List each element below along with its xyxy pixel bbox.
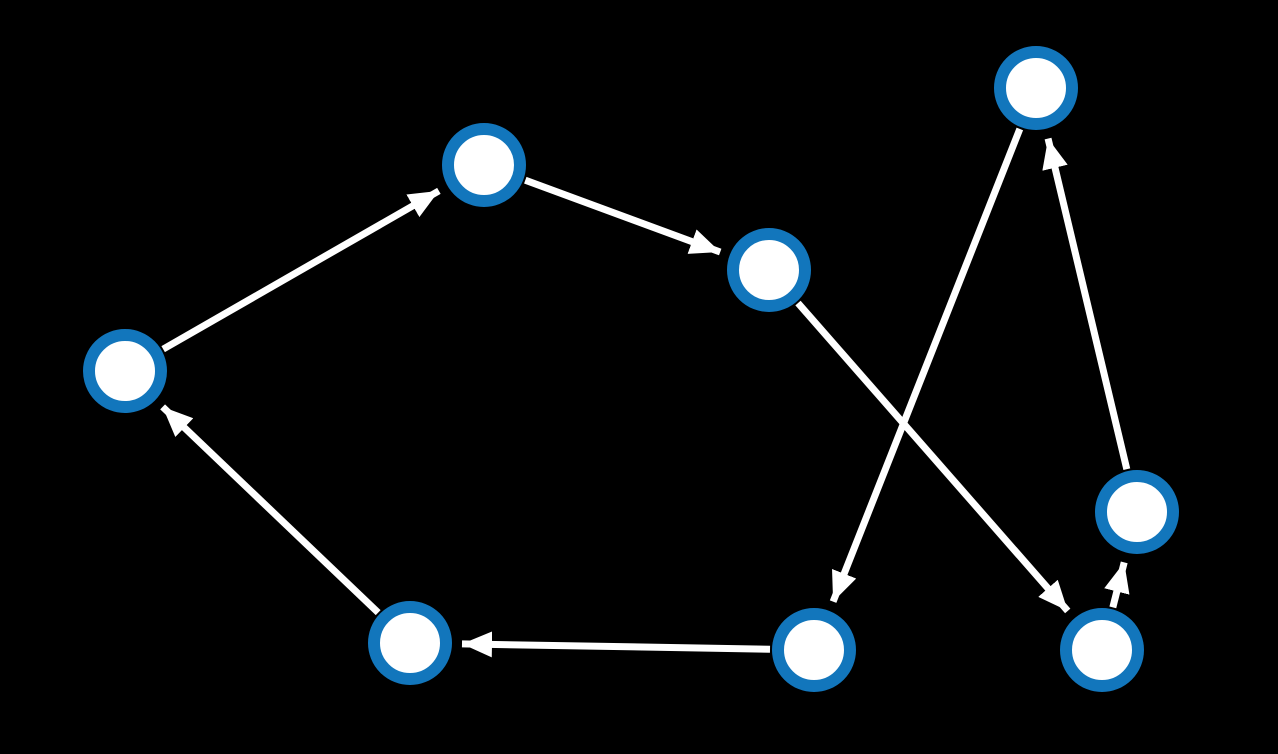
graph-node-bottom-left (368, 601, 452, 685)
graph-edge-node-upper-middle-to-node-center (524, 176, 722, 256)
graph-edge-node-bottom-left-to-node-left (160, 404, 381, 616)
graph-edge-node-left-to-node-upper-middle (161, 187, 441, 353)
graph-node-left (83, 329, 167, 413)
graph-node-right (1095, 470, 1179, 554)
graph-node-center (727, 228, 811, 312)
graph-node-bottom-right (1060, 608, 1144, 692)
graph-edge-node-bottom-right-to-node-right (1104, 561, 1130, 609)
graph-edge-node-right-to-node-top-right (1042, 137, 1131, 471)
graph-edge-node-top-right-to-node-bottom-middle (829, 127, 1024, 603)
graph-node-top-right (994, 46, 1078, 130)
graph-edge-node-center-to-node-bottom-right (795, 300, 1071, 614)
graph-node-bottom-middle (772, 608, 856, 692)
graph-node-upper-middle (442, 123, 526, 207)
graph-edge-node-bottom-middle-to-node-bottom-left (461, 631, 771, 658)
